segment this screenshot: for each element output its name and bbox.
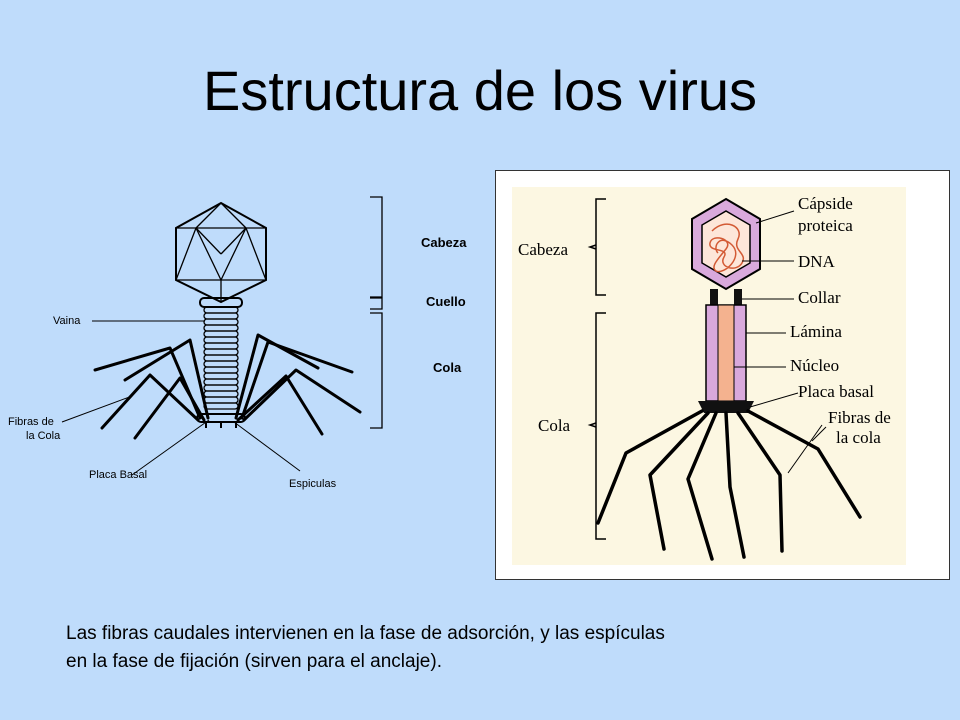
label-lamina: Lámina <box>790 322 842 341</box>
page-title: Estructura de los virus <box>203 59 757 122</box>
dna-strand <box>709 223 745 273</box>
label-collar: Collar <box>798 288 841 307</box>
caption: Las fibras caudales intervienen en la fa… <box>66 620 906 676</box>
caption-line-2: en la fase de fijación (sirven para el a… <box>66 651 442 672</box>
label-nucleo: Núcleo <box>790 356 839 375</box>
tail-fibers <box>596 409 862 561</box>
phage-color-diagram: Cabeza Cola Cápside proteica DNA Collar … <box>512 187 906 565</box>
label-cola: Cola <box>433 360 462 375</box>
label-fibras-line2: la cola <box>836 428 881 447</box>
label-capside-line1: Cápside <box>798 194 853 213</box>
label-dna: DNA <box>798 252 836 271</box>
label-fibras-line1: Fibras de <box>828 408 891 427</box>
label-cola: Cola <box>538 416 571 435</box>
label-espiculas: Espiculas <box>289 478 337 490</box>
label-placa-basal: Placa basal <box>798 382 874 401</box>
base-plate <box>698 401 754 413</box>
label-fibras-line2: la Cola <box>26 430 61 442</box>
label-cabeza: Cabeza <box>518 240 568 259</box>
core <box>717 304 735 402</box>
label-cabeza: Cabeza <box>421 235 467 250</box>
label-fibras-line1: Fibras de <box>8 416 54 428</box>
caption-line-1: Las fibras caudales intervienen en la fa… <box>66 623 665 644</box>
phage-color-panel: Cabeza Cola Cápside proteica DNA Collar … <box>495 170 950 580</box>
sheath-rings <box>203 306 239 410</box>
head-hexagon <box>175 201 267 304</box>
label-vaina: Vaina <box>53 315 81 327</box>
collar <box>710 289 742 307</box>
label-capside-line2: proteica <box>798 216 853 235</box>
phage-line-diagram: Cabeza Cuello Cola Vaina Fibras de la Co… <box>8 196 467 490</box>
label-placa-basal: Placa Basal <box>89 469 147 481</box>
tail-fibers <box>93 333 362 440</box>
label-cuello: Cuello <box>426 294 466 309</box>
section-brackets <box>587 198 606 540</box>
capsid <box>691 197 761 291</box>
section-brackets <box>370 196 383 429</box>
